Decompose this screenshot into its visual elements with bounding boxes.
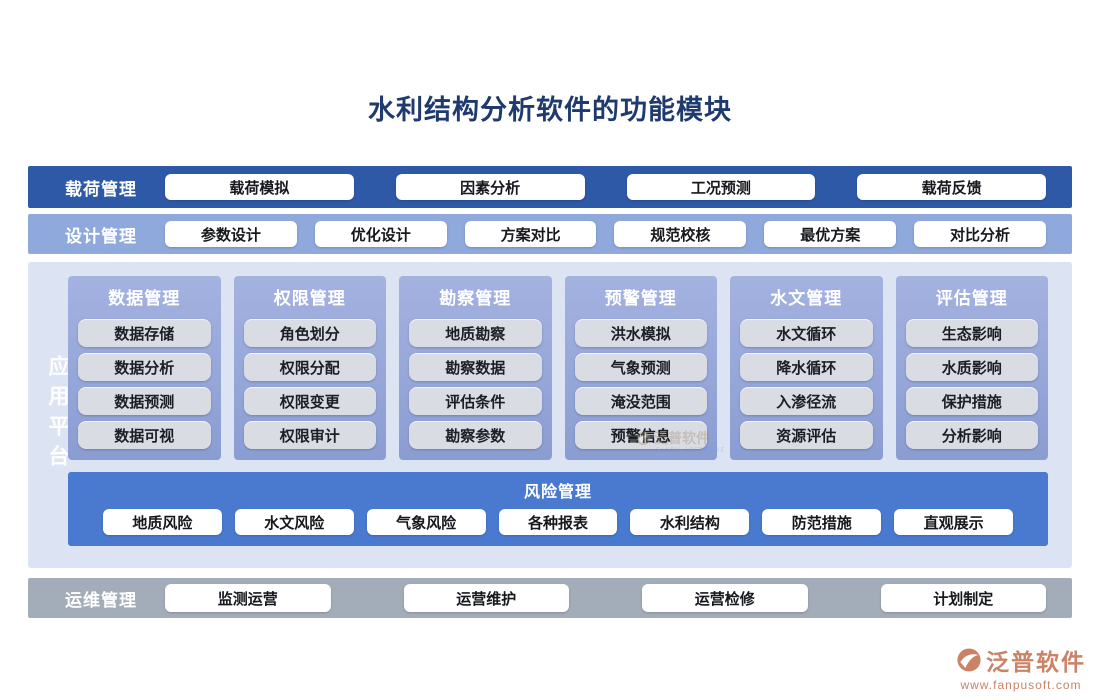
page-title: 水利结构分析软件的功能模块	[368, 95, 732, 125]
column-permission-management: 权限管理 角色划分权限分配权限变更权限审计	[233, 276, 386, 460]
risk-button[interactable]: 水文风险	[234, 509, 354, 535]
design-button[interactable]: 方案对比	[464, 221, 597, 247]
module-button[interactable]: 分析影响	[905, 421, 1038, 449]
module-button[interactable]: 保护措施	[905, 387, 1038, 415]
risk-button[interactable]: 直观展示	[894, 509, 1014, 535]
module-button[interactable]: 权限审计	[243, 421, 376, 449]
module-button[interactable]: 勘察数据	[409, 353, 542, 381]
load-button[interactable]: 载荷模拟	[165, 174, 354, 200]
module-button[interactable]: 资源评估	[740, 421, 873, 449]
risk-management-title: 风险管理	[523, 484, 592, 501]
operations-button[interactable]: 监测运营	[165, 584, 331, 612]
risk-button[interactable]: 水利结构	[630, 509, 750, 535]
module-button[interactable]: 淹没范围	[574, 387, 707, 415]
column-items: 生态影响水质影响保护措施分析影响	[905, 315, 1038, 449]
design-button[interactable]: 规范校核	[614, 221, 747, 247]
module-button[interactable]: 勘察参数	[409, 421, 542, 449]
column-items: 数据存储数据分析数据预测数据可视	[78, 315, 211, 449]
column-title: 水文管理	[770, 289, 843, 308]
design-button[interactable]: 最优方案	[764, 221, 897, 247]
column-survey-management: 勘察管理 地质勘察勘察数据评估条件勘察参数	[399, 276, 552, 460]
module-button[interactable]: 数据分析	[78, 353, 211, 381]
fanpu-logo-icon	[957, 648, 981, 672]
load-button[interactable]: 因素分析	[395, 174, 585, 200]
column-warning-management: 预警管理 洪水模拟气象预测淹没范围预警信息	[564, 276, 717, 460]
column-items: 水文循环降水循环入渗径流资源评估	[740, 315, 873, 449]
risk-button[interactable]: 地质风险	[103, 509, 222, 535]
brand-url: www.fanpusoft.com	[960, 678, 1082, 692]
load-button[interactable]: 工况预测	[626, 174, 816, 200]
design-button[interactable]: 对比分析	[914, 221, 1046, 247]
module-button[interactable]: 降水循环	[740, 353, 873, 381]
module-button[interactable]: 洪水模拟	[574, 319, 707, 347]
design-management-band: 设计管理 参数设计优化设计方案对比规范校核最优方案对比分析	[28, 214, 1072, 254]
application-platform-panel: 应用平台 数据管理 数据存储数据分析数据预测数据可视 权限管理 角色划分权限分配…	[28, 262, 1072, 568]
module-button[interactable]: 数据可视	[78, 421, 211, 449]
column-evaluation-management: 评估管理 生态影响水质影响保护措施分析影响	[895, 276, 1048, 460]
load-management-band: 载荷管理 载荷模拟 因素分析 工况预测 载荷反馈	[28, 166, 1072, 208]
risk-button[interactable]: 气象风险	[366, 509, 486, 535]
column-title: 数据管理	[108, 289, 181, 308]
operations-management-buttons: 监测运营 运营维护 运营检修 计划制定	[165, 584, 1046, 612]
column-items: 角色划分权限分配权限变更权限审计	[243, 315, 376, 449]
brand-name: 泛普软件	[986, 649, 1086, 675]
load-button[interactable]: 载荷反馈	[857, 174, 1046, 200]
module-button[interactable]: 权限变更	[243, 387, 376, 415]
load-management-buttons: 载荷模拟 因素分析 工况预测 载荷反馈	[165, 174, 1046, 200]
module-button[interactable]: 权限分配	[243, 353, 376, 381]
module-button[interactable]: 水质影响	[905, 353, 1038, 381]
design-button[interactable]: 优化设计	[314, 221, 447, 247]
module-button[interactable]: 预警信息	[574, 421, 707, 449]
column-title: 勘察管理	[439, 289, 512, 308]
risk-button[interactable]: 防范措施	[762, 509, 882, 535]
application-platform-label: 应用平台	[46, 355, 69, 475]
column-title: 权限管理	[273, 289, 346, 308]
design-management-buttons: 参数设计优化设计方案对比规范校核最优方案对比分析	[165, 221, 1046, 247]
column-items: 地质勘察勘察数据评估条件勘察参数	[409, 315, 542, 449]
design-button[interactable]: 参数设计	[165, 221, 297, 247]
module-columns: 数据管理 数据存储数据分析数据预测数据可视 权限管理 角色划分权限分配权限变更权…	[68, 276, 1048, 460]
risk-button[interactable]: 各种报表	[498, 509, 618, 535]
column-items: 洪水模拟气象预测淹没范围预警信息	[574, 315, 707, 449]
fanpu-brand-mark: 泛普软件 www.fanpusoft.com	[956, 643, 1086, 692]
column-title: 预警管理	[604, 289, 677, 308]
risk-management-buttons: 地质风险水文风险气象风险各种报表水利结构防范措施直观展示	[103, 509, 1014, 535]
module-button[interactable]: 水文循环	[740, 319, 873, 347]
module-button[interactable]: 角色划分	[243, 319, 376, 347]
operations-button[interactable]: 计划制定	[880, 584, 1046, 612]
module-button[interactable]: 入渗径流	[740, 387, 873, 415]
column-title: 评估管理	[935, 289, 1008, 308]
design-management-label: 设计管理	[65, 226, 137, 246]
module-button[interactable]: 气象预测	[574, 353, 707, 381]
operations-management-label: 运维管理	[65, 590, 137, 610]
module-button[interactable]: 数据预测	[78, 387, 211, 415]
module-button[interactable]: 生态影响	[905, 319, 1038, 347]
module-button[interactable]: 数据存储	[78, 319, 211, 347]
operations-button[interactable]: 运营维护	[403, 584, 569, 612]
operations-button[interactable]: 运营检修	[642, 584, 808, 612]
column-hydrology-management: 水文管理 水文循环降水循环入渗径流资源评估	[730, 276, 883, 460]
load-management-label: 载荷管理	[65, 179, 137, 199]
operations-management-band: 运维管理 监测运营 运营维护 运营检修 计划制定	[28, 578, 1072, 618]
column-data-management: 数据管理 数据存储数据分析数据预测数据可视	[68, 276, 221, 460]
risk-management-panel: 风险管理 地质风险水文风险气象风险各种报表水利结构防范措施直观展示	[68, 472, 1048, 546]
module-button[interactable]: 评估条件	[409, 387, 542, 415]
module-button[interactable]: 地质勘察	[409, 319, 542, 347]
